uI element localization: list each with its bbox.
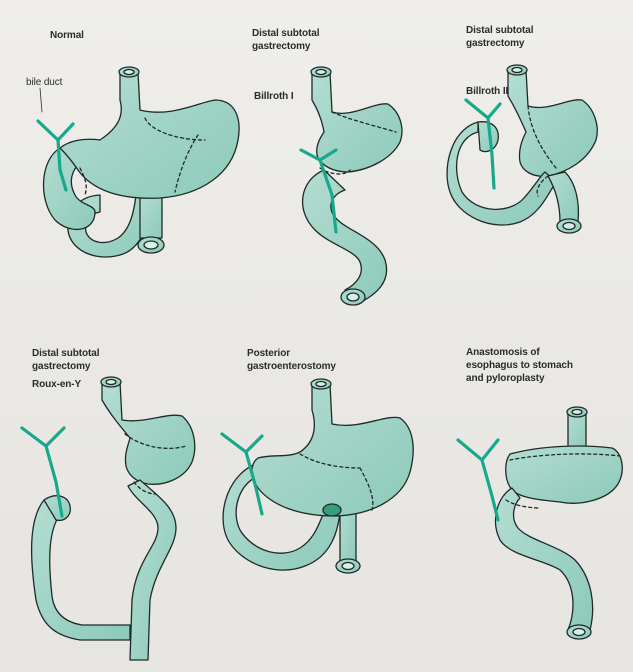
panel-title-gastroenterostomy: Posterior gastroenterostomy	[247, 347, 336, 373]
panel-title-roux-en-y: Distal subtotal gastrectomy	[32, 347, 99, 373]
small-intestine	[303, 170, 387, 305]
biliopancreatic-limb	[32, 500, 130, 640]
distal-intestine	[140, 195, 162, 238]
anastomosis-patch	[323, 504, 341, 516]
panel-billroth-1-drawing	[303, 67, 402, 305]
stomach-remnant	[102, 382, 195, 484]
efferent-limb	[548, 172, 578, 222]
panel-subtitle-billroth-2: Billroth II	[466, 85, 508, 98]
stomach	[60, 72, 239, 198]
panel-title-billroth-1: Distal subtotal gastrectomy	[252, 27, 319, 53]
small-intestine	[496, 488, 593, 630]
bile-duct-label: bile duct	[26, 76, 62, 89]
panel-title-esophagus-anastomosis: Anastomosis of esophagus to stomach and …	[466, 346, 573, 385]
panel-roux-en-y-drawing	[32, 377, 195, 660]
panel-title-normal: Normal	[50, 29, 84, 42]
panel-subtitle-roux-en-y: Roux-en-Y	[32, 378, 81, 391]
panel-title-billroth-2: Distal subtotal gastrectomy	[466, 24, 533, 50]
roux-limb	[128, 480, 176, 660]
bile-duct-esophagus-anastomosis	[458, 440, 498, 520]
panel-esophagus-anastomosis-drawing	[496, 407, 623, 639]
panel-subtitle-billroth-1: Billroth I	[254, 90, 294, 103]
stomach-remnant	[508, 70, 597, 176]
panel-normal-drawing	[44, 67, 240, 257]
stomach	[252, 384, 413, 516]
